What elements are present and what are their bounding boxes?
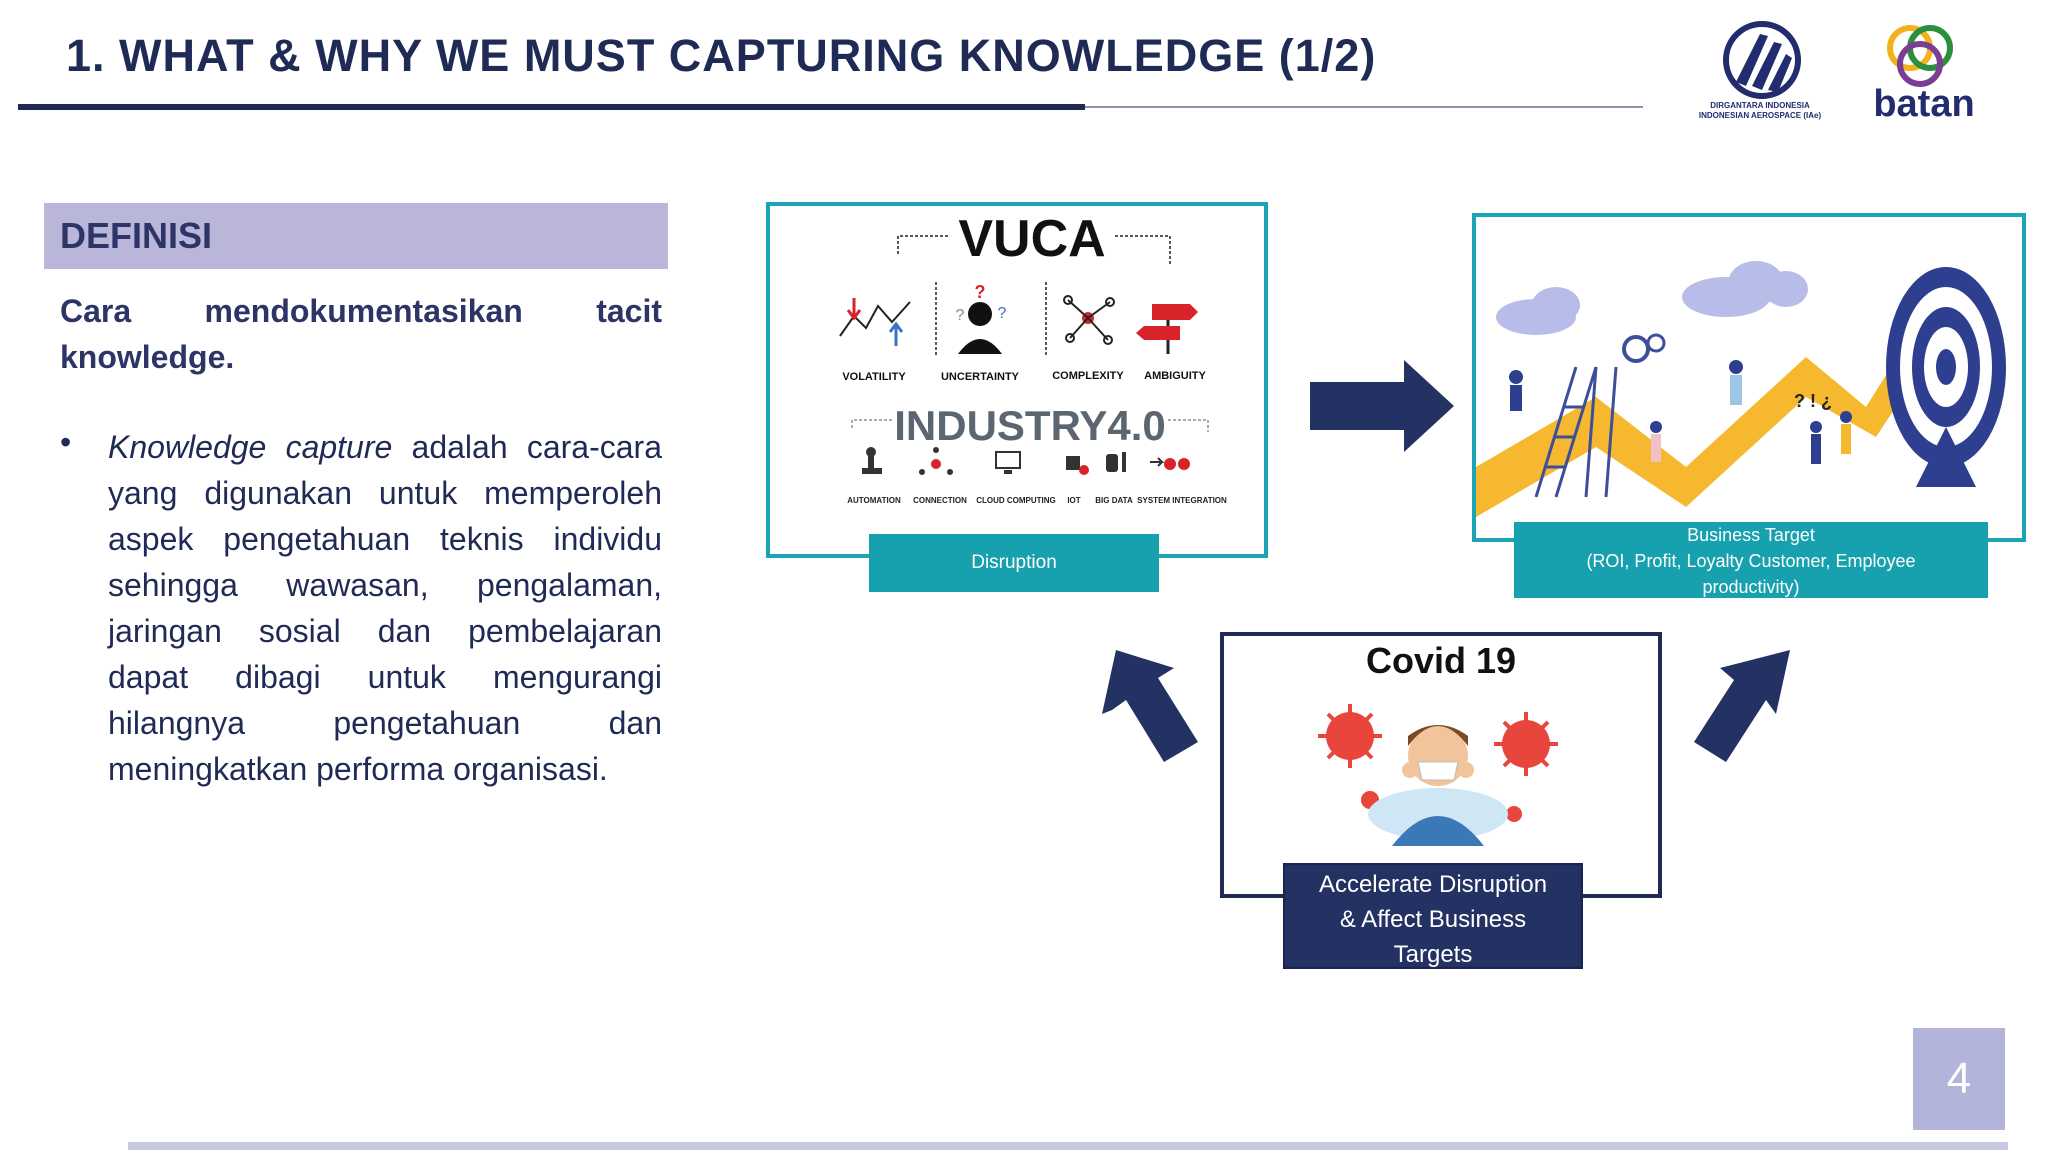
svg-text:?: ? <box>975 282 986 302</box>
definition-heading-text: DEFINISI <box>60 215 213 256</box>
title-underline-thin <box>1085 106 1643 108</box>
business-target-image: ? ! ¿ <box>1472 213 2026 542</box>
industry-item: BIG DATA <box>1095 496 1133 505</box>
disruption-label: Disruption <box>869 534 1159 592</box>
cloud-icon <box>1496 261 1808 335</box>
iae-logo: DIRGANTARA INDONESIA INDONESIAN AEROSPAC… <box>1690 12 1830 127</box>
vuca-item: COMPLEXITY <box>1052 370 1124 382</box>
volatility-icon <box>839 298 911 346</box>
covid-effect-label: Accelerate Disruption & Affect Business … <box>1283 863 1583 969</box>
business-target-line1: Business Target <box>1687 525 1815 545</box>
covid-title: Covid 19 <box>1365 640 1517 681</box>
iae-logo-line2: INDONESIAN AEROSPACE (IAe) <box>1699 111 1822 120</box>
virus-icon <box>1494 712 1558 776</box>
vuca-industry-image: VUCA ? ? ? <box>766 202 1268 558</box>
ladder-icon <box>1534 366 1618 498</box>
definition-heading: DEFINISI <box>44 203 668 269</box>
industry-item: IOT <box>1067 496 1080 505</box>
svg-text:?: ? <box>956 307 965 324</box>
title-underline <box>18 104 1085 110</box>
industry-icons <box>862 447 1190 475</box>
vuca-item: UNCERTAINTY <box>941 371 1020 383</box>
industry-item: AUTOMATION <box>847 496 901 505</box>
gear-icon <box>1622 335 1650 363</box>
business-target-line2: (ROI, Profit, Loyalty Customer, Employee <box>1586 551 1916 571</box>
industry-title: INDUSTRY4.0 <box>894 402 1166 449</box>
arrow-up-left-icon <box>1102 650 1198 762</box>
bullet-dot-icon: • <box>60 424 72 460</box>
iae-logo-line1: DIRGANTARA INDONESIA <box>1710 101 1810 110</box>
arrow-right-icon <box>1310 360 1454 452</box>
industry-item: CONNECTION <box>913 496 967 505</box>
industry-item: CLOUD COMPUTING <box>976 496 1056 505</box>
page-number: 4 <box>1913 1028 2005 1130</box>
bullet-text-italic: Knowledge capture <box>108 429 393 465</box>
svg-text:? ! ¿: ? ! ¿ <box>1794 391 1832 411</box>
svg-text:?: ? <box>998 305 1007 322</box>
arrow-up-right-icon <box>1694 650 1790 762</box>
virus-icon <box>1506 806 1522 822</box>
vuca-item: AMBIGUITY <box>1144 370 1206 382</box>
vuca-title: VUCA <box>958 210 1105 268</box>
business-target-label: Business Target (ROI, Profit, Loyalty Cu… <box>1514 522 1988 598</box>
industry-item: SYSTEM INTEGRATION <box>1137 496 1227 505</box>
uncertainty-icon: ? ? ? <box>935 282 1007 356</box>
page-title: 1. WHAT & WHY WE MUST CAPTURING KNOWLEDG… <box>66 30 1377 81</box>
bullet-text: Knowledge capture adalah cara-cara yang … <box>108 424 662 792</box>
virus-icon <box>1318 704 1382 768</box>
batan-logo: batan <box>1860 12 1990 127</box>
complexity-icon <box>1045 282 1115 356</box>
vuca-item: VOLATILITY <box>842 371 906 383</box>
people-icons <box>1509 360 1852 464</box>
target-icon <box>1886 267 2006 487</box>
batan-logo-text: batan <box>1873 83 1974 125</box>
covid-box <box>1220 632 1662 898</box>
footer-rule <box>128 1142 2008 1150</box>
ambiguity-icon <box>1136 304 1198 354</box>
business-target-line3: productivity) <box>1702 577 1800 597</box>
gear-icon <box>1646 333 1666 353</box>
covid-effect-line2: & Affect Business <box>1339 906 1527 933</box>
definition-intro: Cara mendokumentasikan tacit knowledge. <box>60 293 662 375</box>
covid-effect-line1: Accelerate Disruption <box>1318 871 1548 898</box>
person-mask-icon <box>1368 725 1508 846</box>
bullet-text-rest: adalah cara-cara yang digunakan untuk me… <box>108 429 663 787</box>
covid-effect-line3: Targets <box>1393 941 1473 968</box>
